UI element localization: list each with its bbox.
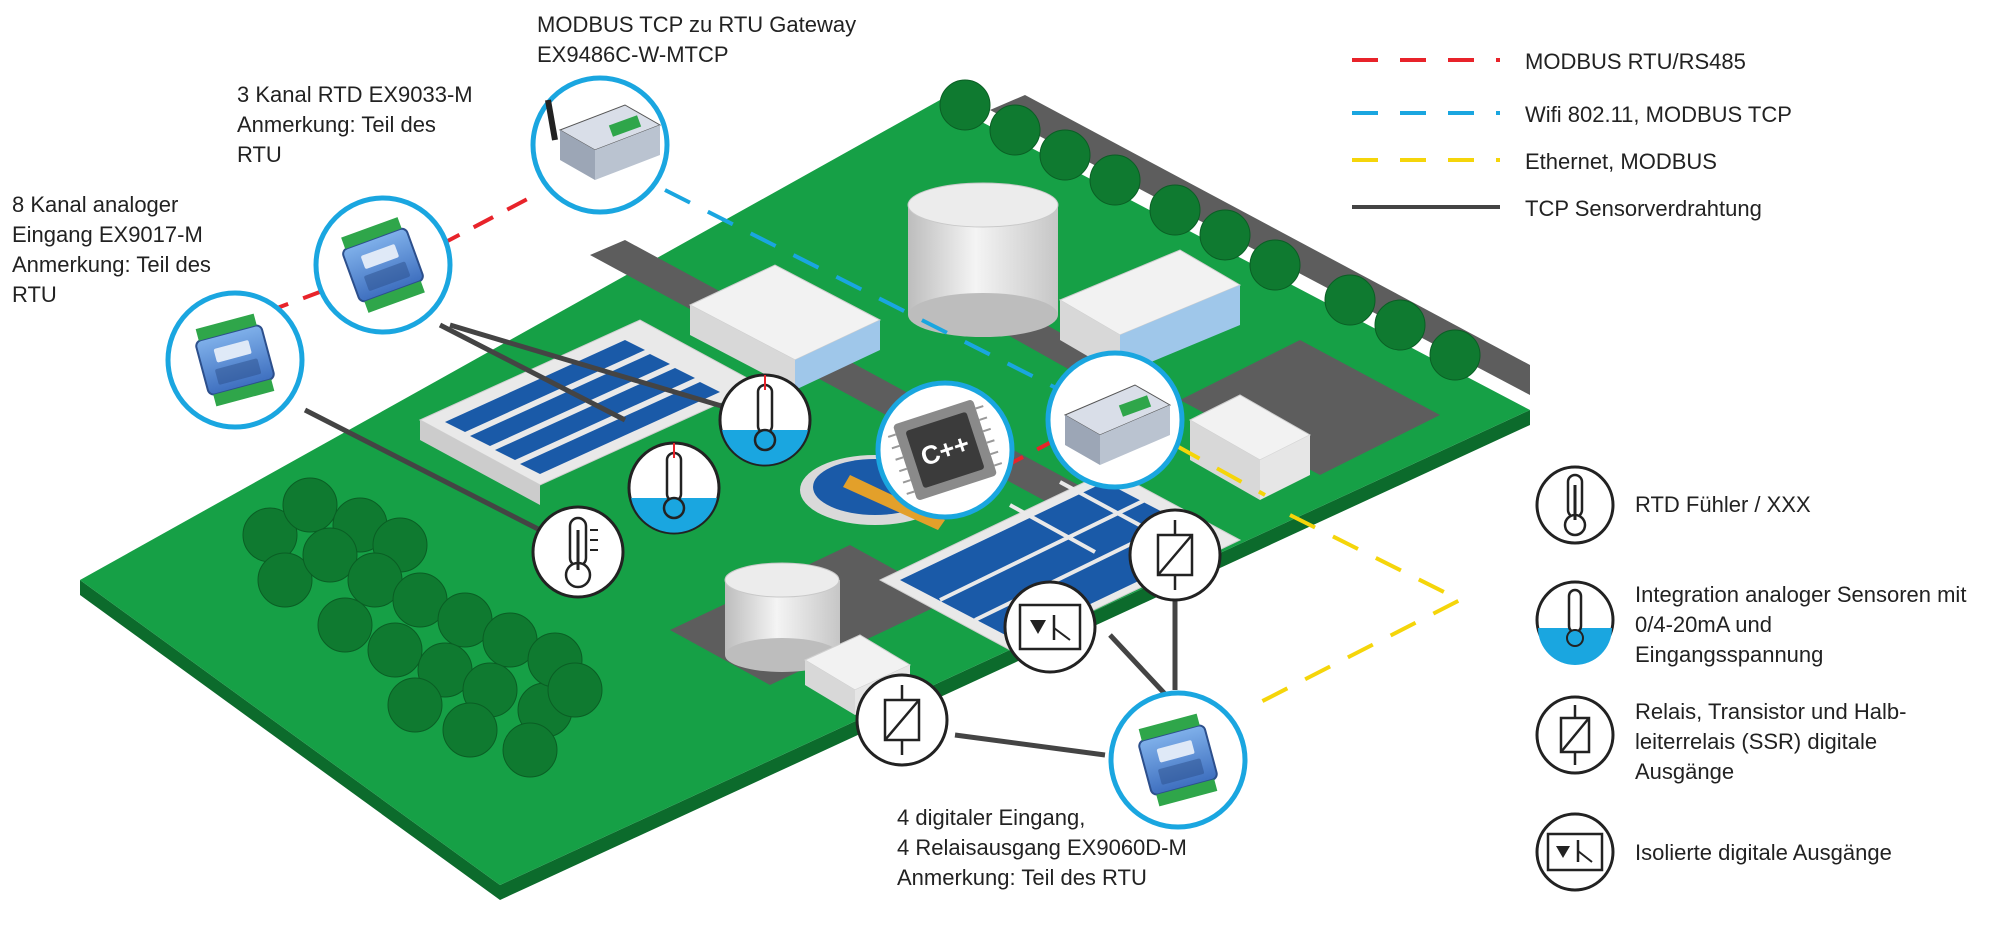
legend-relay-text: Relais, Transistor und Halb- leiterrelai…	[1635, 699, 1907, 784]
label-gateway: MODBUS TCP zu RTU Gateway EX9486C-W-MTCP	[537, 12, 857, 67]
relay-icon	[855, 673, 949, 767]
analog-sensor-icon	[718, 373, 812, 467]
relay-icon	[1128, 508, 1222, 602]
trees	[242, 79, 1481, 778]
label-analog-module: 8 Kanal analoger Eingang EX9017-M Anmerk…	[12, 192, 211, 307]
legend-isolated-text: Isolierte digitale Ausgänge	[1635, 840, 1892, 865]
device-digital-module	[1108, 690, 1248, 830]
device-gateway-2	[1045, 350, 1185, 490]
legend-ethernet: Ethernet, MODBUS	[1525, 149, 1717, 174]
legend-analog-icon	[1535, 580, 1615, 665]
legend-analog-text: Integration analoger Sensoren mit 0/4-20…	[1635, 582, 1967, 667]
label-rtd-module: 3 Kanal RTD EX9033-M Anmerkung: Teil des…	[237, 82, 473, 167]
legend-isolated-icon	[1535, 812, 1615, 892]
isolated-output-icon	[1003, 580, 1097, 674]
water-basins-right	[878, 469, 1242, 651]
legend-relay-icon	[1535, 695, 1615, 775]
device-rtd-module	[313, 195, 453, 335]
storage-tank	[907, 182, 1059, 337]
legend-swatches	[1352, 58, 1500, 209]
label-digital-module: 4 digitaler Eingang, 4 Relaisausgang EX9…	[897, 805, 1187, 890]
legend-wifi: Wifi 802.11, MODBUS TCP	[1525, 102, 1792, 127]
device-analog-module	[165, 290, 305, 430]
legend-rtd-icon	[1535, 465, 1615, 545]
device-cpu: C++	[875, 380, 1015, 520]
thermometer-icon	[531, 505, 625, 599]
legend-modbus-rtu: MODBUS RTU/RS485	[1525, 49, 1746, 74]
legend-rtd-text: RTD Fühler / XXX	[1635, 492, 1811, 517]
device-gateway	[530, 75, 670, 215]
legend-tcp-wiring: TCP Sensorverdrahtung	[1525, 196, 1762, 221]
analog-sensor-icon	[627, 441, 721, 535]
